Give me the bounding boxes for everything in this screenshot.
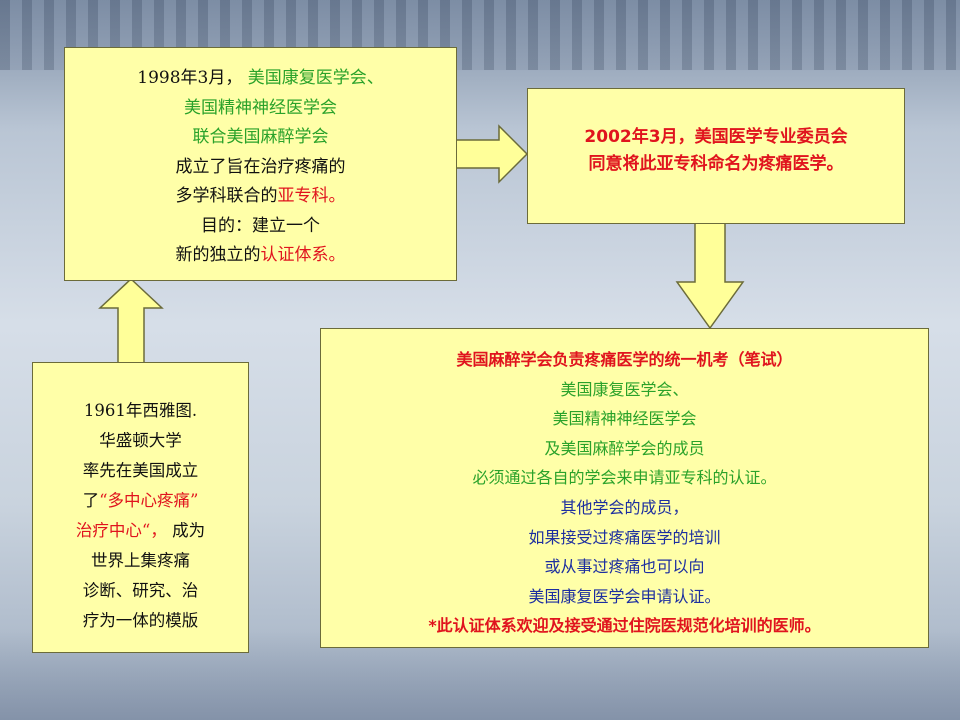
arrow-right [455, 124, 529, 184]
box-1998-line-2: 美国精神神经医学会 [184, 97, 337, 118]
box-2002-naming: 2002年3月，美国医学专业委员会 同意将此亚专科命名为疼痛医学。 [527, 88, 905, 224]
box-exam-line-5: 必须通过各自的学会来申请亚专科的认证。 [472, 468, 777, 488]
box-exam-title: 美国麻醉学会负责疼痛医学的统一机考（笔试） [456, 350, 793, 369]
box-1961-line-3: 率先在美国成立 [82, 461, 199, 480]
box-exam-line-4: 及美国麻醉学会的成员 [544, 438, 705, 458]
box-1961-line-6: 世界上集疼痛 [91, 551, 190, 570]
box-1961-line-1: 1961年西雅图. [83, 401, 198, 420]
box-exam-line-3: 美国精神神经医学会 [552, 409, 697, 429]
box-1998-line-6: 目的：建立一个 [201, 215, 320, 236]
box-exam-note: *此认证体系欢迎及接受通过住院医规范化培训的医师。 [428, 616, 821, 636]
box-exam-line-9: 美国康复医学会申请认证。 [528, 586, 721, 606]
box-1998-line-3: 联合美国麻醉学会 [192, 127, 329, 147]
box-1998-line-1: 1998年3月， 美国康复医学会、 [137, 68, 384, 88]
box-1961-seattle: 1961年西雅图. 华盛顿大学 率先在美国成立 了“多中心疼痛” 治疗中心“， … [32, 362, 249, 653]
box-1961-line-5: 治疗中心“， 成为 [75, 521, 206, 540]
arrow-up [98, 278, 164, 364]
box-exam-line-6: 其他学会的成员， [560, 497, 689, 517]
box-2002-line-1: 2002年3月，美国医学专业委员会 [584, 127, 848, 147]
box-exam-line-7: 如果接受过疼痛医学的培训 [528, 527, 721, 547]
box-1961-line-7: 诊断、研究、治 [82, 581, 199, 600]
box-1961-line-4: 了“多中心疼痛” [82, 491, 199, 510]
box-1998-line-4: 成立了旨在治疗疼痛的 [175, 156, 346, 177]
box-1998-founding: 1998年3月， 美国康复医学会、 美国精神神经医学会 联合美国麻醉学会 成立了… [64, 47, 457, 281]
box-2002-line-2: 同意将此亚专科命名为疼痛医学。 [588, 154, 844, 174]
box-exam-line-2: 美国康复医学会、 [560, 379, 689, 399]
box-exam-certification: 美国麻醉学会负责疼痛医学的统一机考（笔试） 美国康复医学会、 美国精神神经医学会… [320, 328, 929, 648]
arrow-down [675, 222, 745, 330]
box-1961-line-2: 华盛顿大学 [99, 431, 182, 450]
box-1961-line-8: 疗为一体的模版 [82, 611, 199, 630]
box-1998-line-5: 多学科联合的亚专科。 [175, 186, 346, 206]
box-exam-line-8: 或从事过疼痛也可以向 [544, 557, 705, 577]
box-1998-line-7: 新的独立的认证体系。 [175, 245, 346, 265]
